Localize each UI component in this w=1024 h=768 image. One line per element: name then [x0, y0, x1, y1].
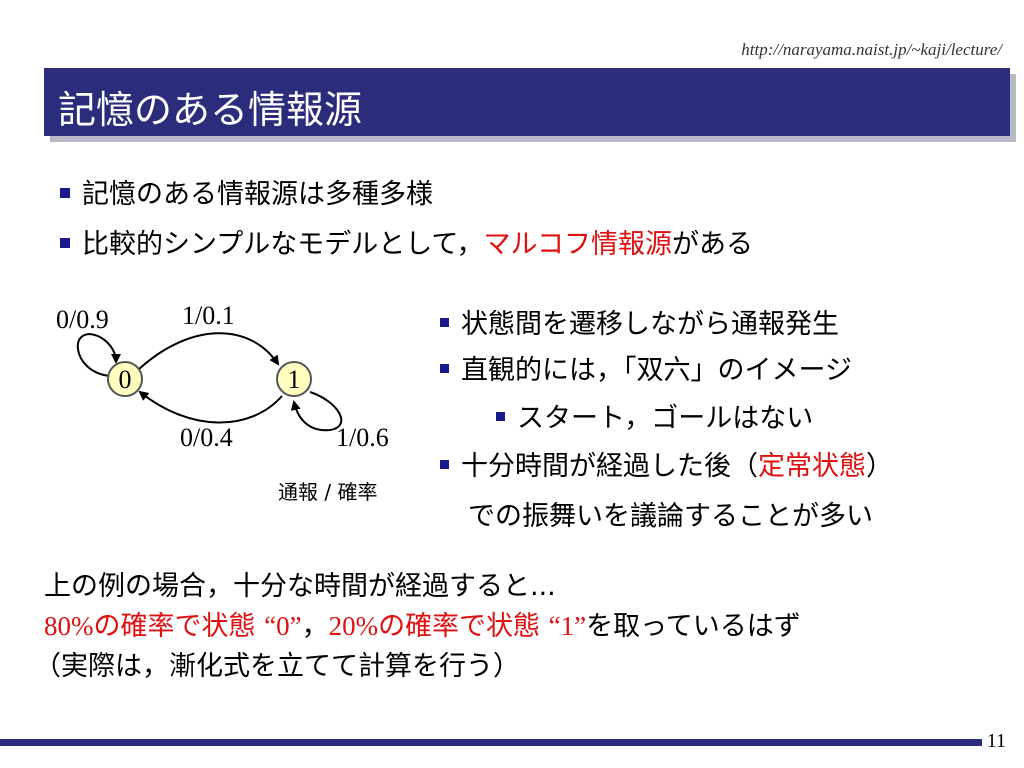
label-edge-0-1: 1/0.1: [182, 301, 235, 330]
summary-line-1: 上の例の場合，十分な時間が経過すると...: [44, 571, 556, 602]
bullet-text: 直観的には，「双六」のイメージ: [461, 355, 852, 386]
state-0-label: 0: [119, 365, 132, 394]
bullet-text: 状態間を遷移しながら通報発生: [461, 309, 839, 340]
bullet-continuation: での振舞いを議論することが多い: [468, 494, 873, 533]
square-bullet-icon: [440, 364, 449, 373]
bullet-item: 状態間を遷移しながら通報発生: [440, 302, 839, 341]
bullet-text-end: ）: [866, 451, 893, 482]
diagram-caption: 通報 / 確率: [278, 480, 377, 504]
bullet-text: 記憶のある情報源は多種多様: [82, 179, 433, 210]
page-number: 11: [986, 730, 1006, 752]
lecture-url: http://narayama.naist.jp/~kaji/lecture/: [741, 40, 1002, 59]
bullet-item: 比較的シンプルなモデルとして，マルコフ情報源がある: [60, 222, 753, 261]
edge-1-to-0: [138, 390, 283, 424]
percent-80: 80%: [44, 611, 94, 641]
self-loop-0: [76, 333, 121, 377]
sub-bullet-item: スタート，ゴールはない: [496, 396, 813, 435]
bullet-text-end: がある: [671, 229, 753, 260]
bullet-text: での振舞いを議論することが多い: [468, 501, 873, 532]
state-1-label: 1: [288, 365, 301, 394]
label-self-1: 1/0.6: [336, 423, 389, 452]
bullet-item: 直観的には，「双六」のイメージ: [440, 348, 852, 387]
state-0-node: [107, 361, 143, 397]
square-bullet-icon: [440, 318, 449, 327]
edge-0-to-1: [137, 332, 280, 371]
label-edge-1-0: 0/0.4: [180, 423, 233, 452]
state-1-quote: “1”: [548, 611, 587, 641]
separator: ，: [301, 611, 329, 642]
prob-text-a: の確率で状態: [93, 611, 265, 642]
self-loop-1: [290, 391, 343, 432]
slide-title: 記憶のある情報源: [58, 88, 363, 132]
markov-state-diagram: 0 1 0/0.9 1/0.1 0/0.4 1/0.6 通報 / 確率: [56, 301, 389, 504]
bullet-text: スタート，ゴールはない: [517, 403, 814, 434]
bullet-item: 十分時間が経過した後（定常状態）: [440, 444, 893, 483]
steady-state-highlight: 定常状態: [758, 451, 866, 482]
summary-line-2: 80%の確率で状態 “0”，20%の確率で状態 “1”を取っているはず: [44, 604, 801, 643]
square-bullet-icon: [440, 460, 449, 469]
summary-line-3: （実際は，漸化式を立てて計算を行う）: [34, 651, 520, 682]
square-bullet-icon: [60, 187, 70, 198]
percent-20: 20%: [328, 611, 379, 641]
square-bullet-icon: [496, 412, 505, 421]
bullet-text: 十分時間が経過した後（: [461, 451, 758, 482]
prob-text-b: の確率で状態: [378, 611, 549, 642]
label-self-0: 0/0.9: [56, 305, 109, 334]
footer-rule: [0, 739, 982, 746]
bullet-text: 比較的シンプルなモデルとして，: [82, 229, 484, 260]
bullet-item: 記憶のある情報源は多種多様: [60, 172, 433, 211]
state-1-node: [276, 361, 312, 397]
markov-source-highlight: マルコフ情報源: [483, 229, 672, 260]
title-bar: [44, 68, 1010, 136]
summary-ending: を取っているはず: [586, 611, 801, 642]
state-0-quote: “0”: [264, 611, 302, 641]
square-bullet-icon: [60, 237, 70, 248]
